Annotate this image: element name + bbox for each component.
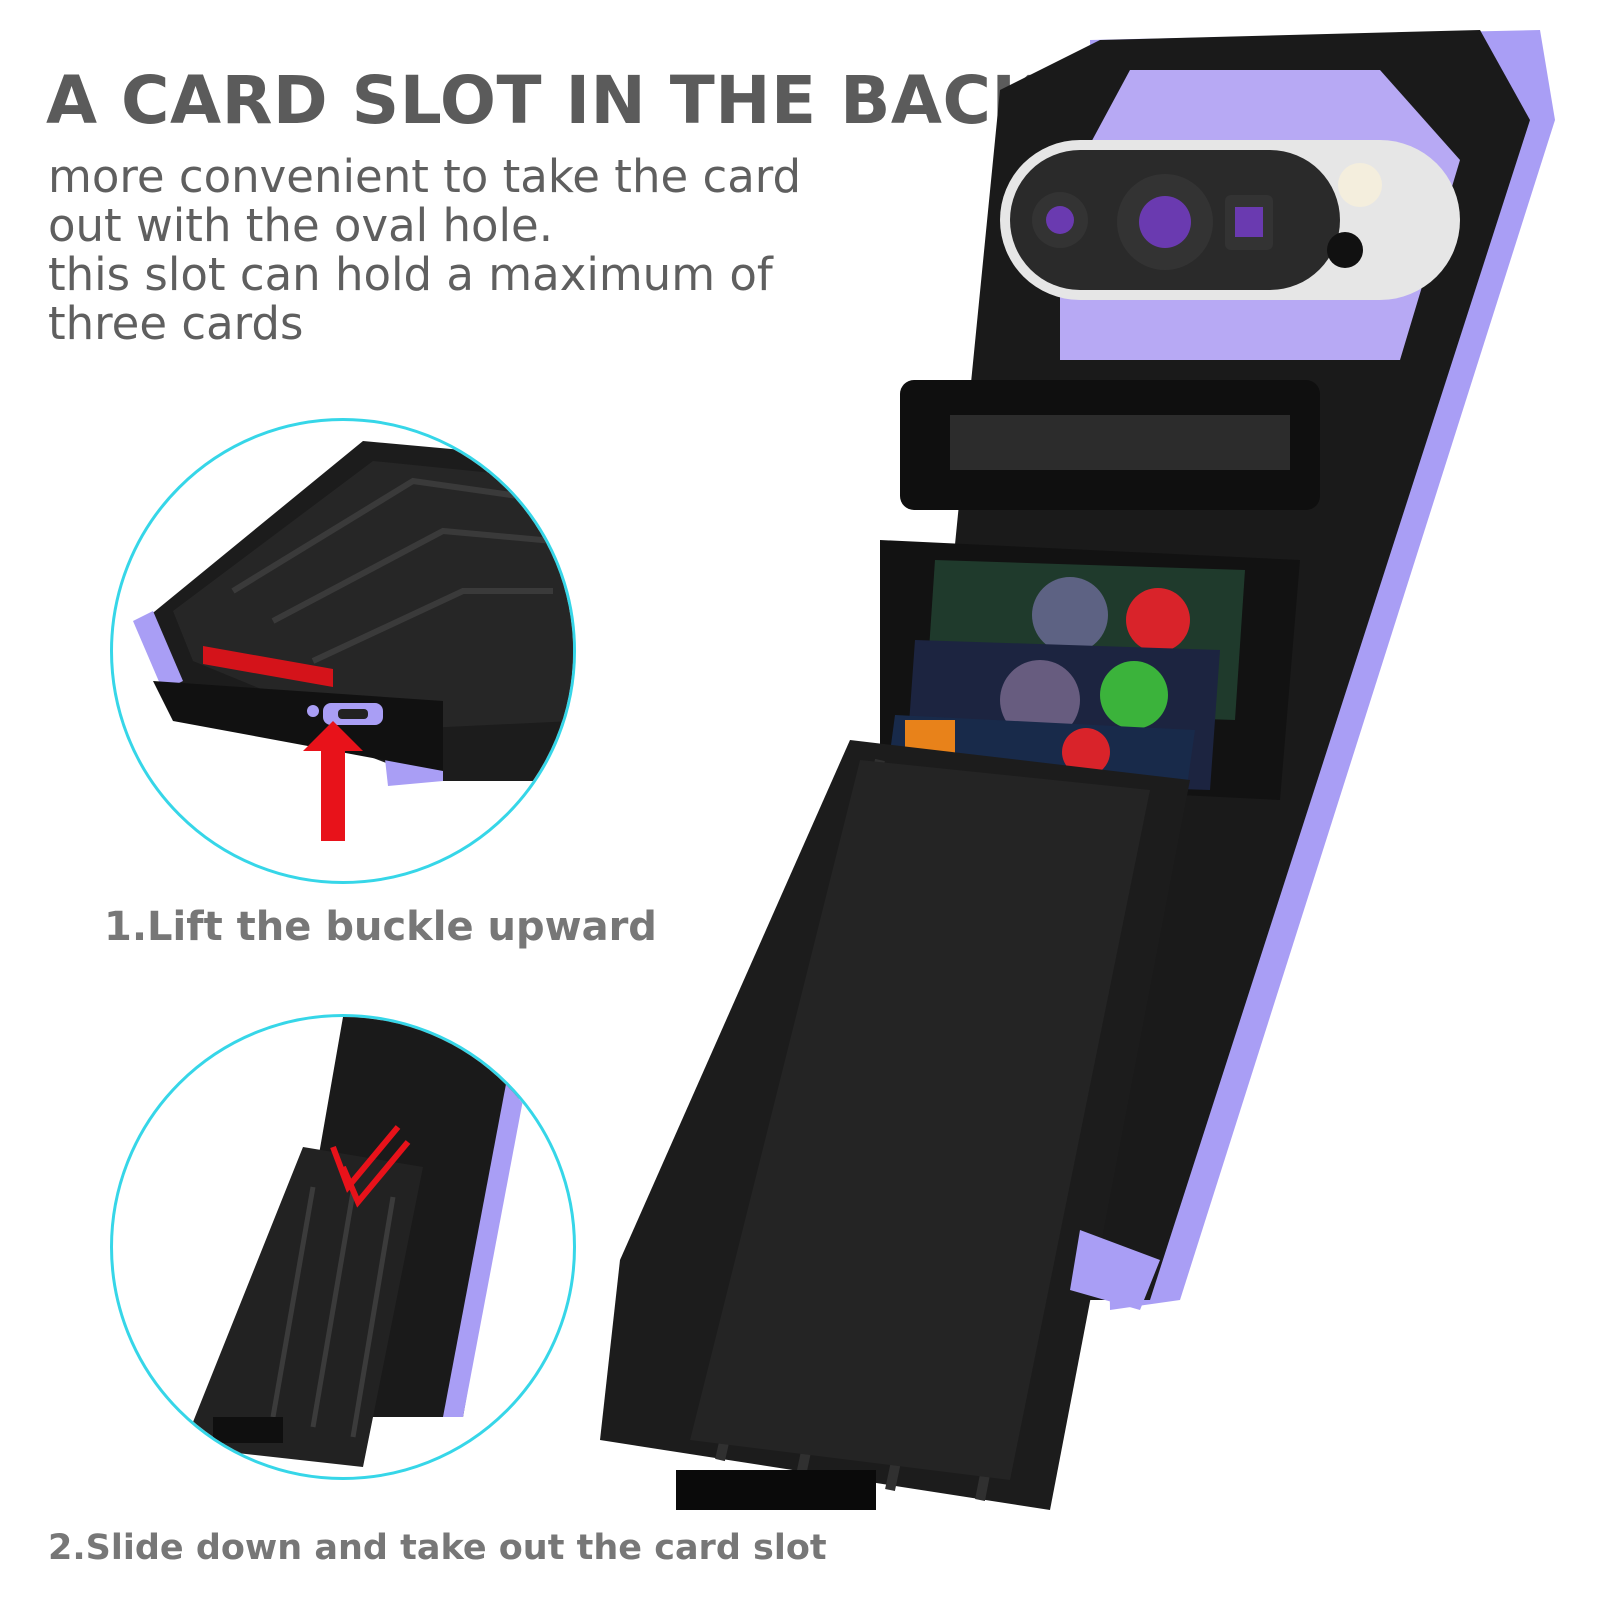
- lift-buckle-illustration: [133, 441, 573, 841]
- step-1-caption: 1.Lift the buckle upward: [104, 904, 657, 950]
- description-line: out with the oval hole.: [48, 199, 554, 252]
- description-line: three cards: [48, 297, 304, 350]
- description-line: this slot can hold a maximum of: [48, 248, 773, 301]
- description-line: more convenient to take the card: [48, 150, 802, 203]
- slide-down-illustration: [183, 1017, 533, 1467]
- step-1-detail-circle: [110, 418, 576, 884]
- step-2-detail-circle: [110, 1014, 576, 1480]
- chevron-down-icon: [330, 1125, 411, 1208]
- up-arrow-icon: [303, 721, 363, 841]
- headline: A CARD SLOT IN THE BACK: [46, 62, 1044, 139]
- description: more convenient to take the card out wit…: [48, 152, 801, 348]
- step-2-caption: 2.Slide down and take out the card slot: [48, 1528, 827, 1568]
